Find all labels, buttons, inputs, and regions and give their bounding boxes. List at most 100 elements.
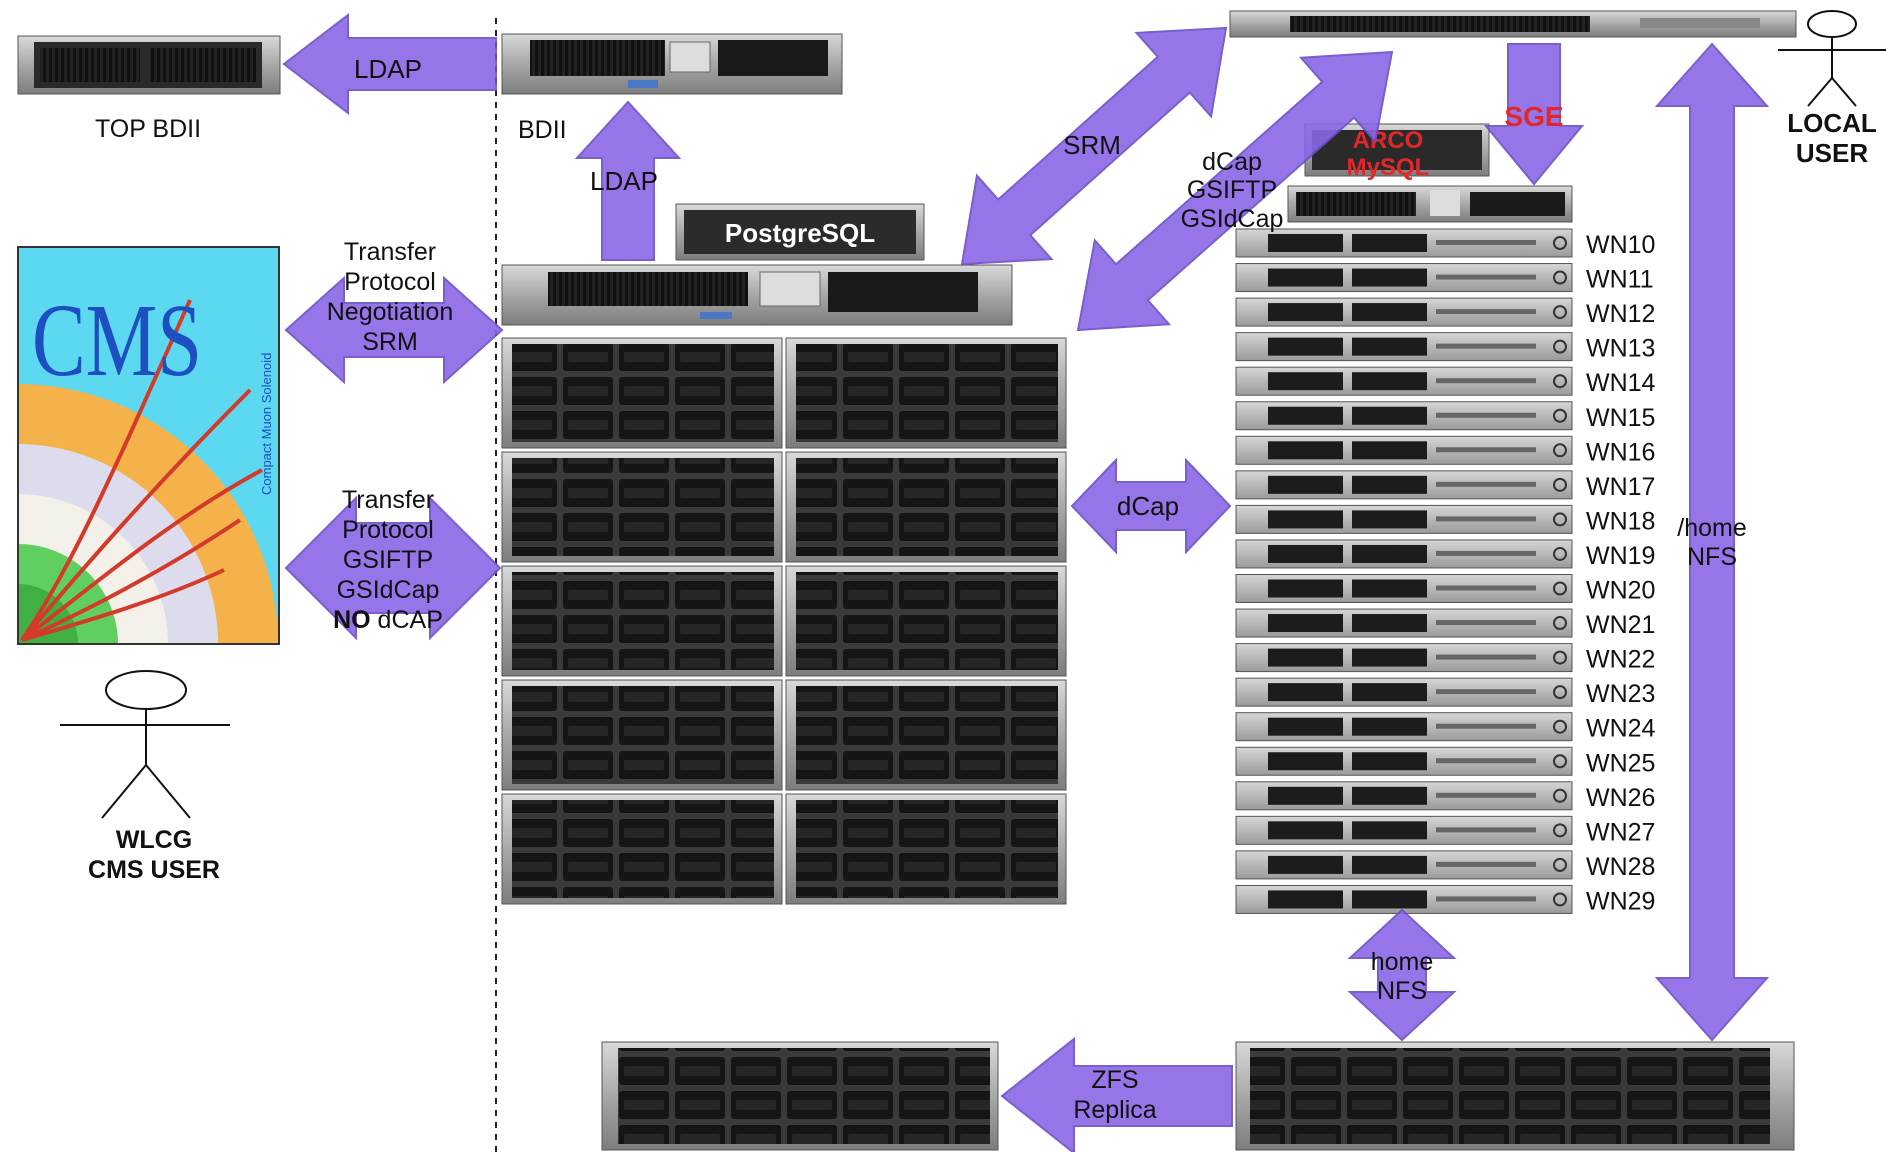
- dcap-gsiftp-arrow: [1076, 50, 1394, 332]
- ldap-up-arrow: [574, 100, 682, 261]
- worker-node-server: [1235, 884, 1573, 914]
- local-user-label: LOCAL: [1787, 108, 1877, 138]
- bdii-label: BDII: [518, 116, 567, 144]
- no-dcap-label: NO dCAP: [333, 606, 443, 634]
- cms-logo-text: CMS: [32, 283, 202, 398]
- storage-array-unit: [501, 451, 783, 563]
- storage-array-unit: [501, 793, 783, 905]
- ldap-up-label: LDAP: [590, 166, 658, 196]
- worker-node-label: WN14: [1586, 369, 1656, 397]
- sge-label: SGE: [1504, 101, 1563, 132]
- transfer-protocol-arrow: [284, 495, 502, 641]
- local-user-label-2: USER: [1796, 138, 1868, 168]
- storage-array-unit: [785, 337, 1067, 449]
- worker-node-label: WN15: [1586, 404, 1655, 432]
- cms-logo-vertical-text: Compact Muon Solenoid: [259, 353, 274, 495]
- cms-logo: [17, 246, 280, 645]
- worker-node-server: [1235, 401, 1573, 431]
- srm-negotiation-label-3: Negotiation: [327, 298, 453, 326]
- worker-node-server: [1235, 746, 1573, 776]
- worker-node-label: WN16: [1586, 438, 1655, 466]
- wlcg-user-figure-icon: [60, 670, 230, 819]
- home-nfs-right-arrow: [1654, 42, 1770, 1042]
- home-nfs-storage: [1235, 1041, 1795, 1151]
- storage-head-node: [501, 264, 1013, 326]
- dcap-arrow: [1070, 457, 1232, 555]
- worker-node-server: [1235, 263, 1573, 293]
- top-bdii-label: TOP BDII: [95, 115, 201, 143]
- worker-node-racks: [1235, 228, 1573, 914]
- local-user-figure-icon: [1778, 10, 1886, 107]
- ldap-top-arrow: [282, 12, 497, 116]
- worker-node-label: WN19: [1586, 542, 1655, 570]
- storage-array-unit: [501, 337, 783, 449]
- srm-negotiation-arrow: [284, 275, 504, 385]
- worker-node-label: WN17: [1586, 473, 1655, 501]
- srm-negotiation-label-2: Protocol: [344, 268, 436, 296]
- storage-array-unit: [785, 679, 1067, 791]
- worker-node-label: WN26: [1586, 784, 1655, 812]
- worker-node-server: [1235, 435, 1573, 465]
- cms-user-label: CMS USER: [88, 856, 220, 884]
- worker-node-label: WN10: [1586, 231, 1655, 259]
- worker-node-server: [1235, 608, 1573, 638]
- worker-node-server: [1235, 815, 1573, 845]
- home-nfs-right-label-1: /home: [1677, 514, 1746, 542]
- storage-array-unit: [785, 793, 1067, 905]
- home-nfs-right-label-2: NFS: [1687, 543, 1737, 571]
- worker-node-label: WN22: [1586, 646, 1655, 674]
- dcap-gsiftp-label-2: GSIFTP: [1187, 176, 1277, 204]
- worker-node-server: [1235, 677, 1573, 707]
- ldap-top-label: LDAP: [354, 54, 422, 84]
- home-nfs-bottom-arrow: [1347, 908, 1457, 1042]
- worker-node-server: [1235, 228, 1573, 258]
- zfs-replica-label-2: Replica: [1073, 1096, 1156, 1124]
- sge-head-node: [1287, 185, 1573, 223]
- no-dcap-rest: dCAP: [371, 606, 443, 634]
- worker-node-label: WN13: [1586, 335, 1655, 363]
- srm-negotiation-label-1: Transfer: [344, 238, 436, 266]
- no-dcap-no: NO: [333, 606, 371, 634]
- bdii-server: [501, 33, 843, 95]
- transfer-label-3: GSIFTP: [343, 546, 433, 574]
- zfs-replica-arrow: [1000, 1036, 1233, 1152]
- home-nfs-bottom-label-1: home: [1371, 948, 1434, 976]
- dcap-gsiftp-label-1: dCap: [1202, 148, 1262, 176]
- worker-node-label: WN24: [1586, 715, 1656, 743]
- worker-node-label: WN12: [1586, 300, 1655, 328]
- dcap-label: dCap: [1117, 491, 1179, 521]
- worker-node-server: [1235, 574, 1573, 603]
- wlcg-user-label: WLCG: [116, 826, 192, 854]
- sge-arrow: [1483, 43, 1585, 186]
- srm-negotiation-label-4: SRM: [362, 328, 418, 356]
- worker-node-label: WN27: [1586, 818, 1655, 846]
- postgresql-server: [675, 203, 925, 261]
- postgresql-label: PostgreSQL: [725, 218, 875, 248]
- mysql-label: MySQL: [1347, 154, 1430, 181]
- top-bdii-server: [17, 35, 281, 95]
- worker-node-server: [1235, 712, 1573, 742]
- worker-node-label: WN28: [1586, 853, 1655, 881]
- srm-label: SRM: [1063, 130, 1121, 160]
- storage-array-unit: [785, 451, 1067, 563]
- zfs-replica-storage: [601, 1041, 999, 1151]
- storage-arrays: [501, 337, 1067, 905]
- arco-label: ARCO: [1353, 127, 1424, 154]
- storage-array-unit: [785, 565, 1067, 677]
- worker-node-server: [1235, 781, 1573, 811]
- worker-node-label: WN11: [1586, 266, 1654, 294]
- network-switch: [1229, 10, 1797, 38]
- dcap-gsiftp-label-3: GSIdCap: [1181, 205, 1284, 233]
- worker-node-server: [1235, 539, 1573, 569]
- worker-node-label: WN25: [1586, 749, 1655, 777]
- storage-array-unit: [501, 565, 783, 677]
- transfer-label-2: Protocol: [342, 516, 434, 544]
- worker-node-label: WN23: [1586, 680, 1655, 708]
- worker-node-label: WN20: [1586, 577, 1655, 605]
- worker-node-label: WN21: [1586, 611, 1655, 639]
- worker-node-server: [1235, 850, 1573, 880]
- worker-node-server: [1235, 470, 1573, 500]
- worker-node-server: [1235, 366, 1573, 396]
- storage-array-unit: [501, 679, 783, 791]
